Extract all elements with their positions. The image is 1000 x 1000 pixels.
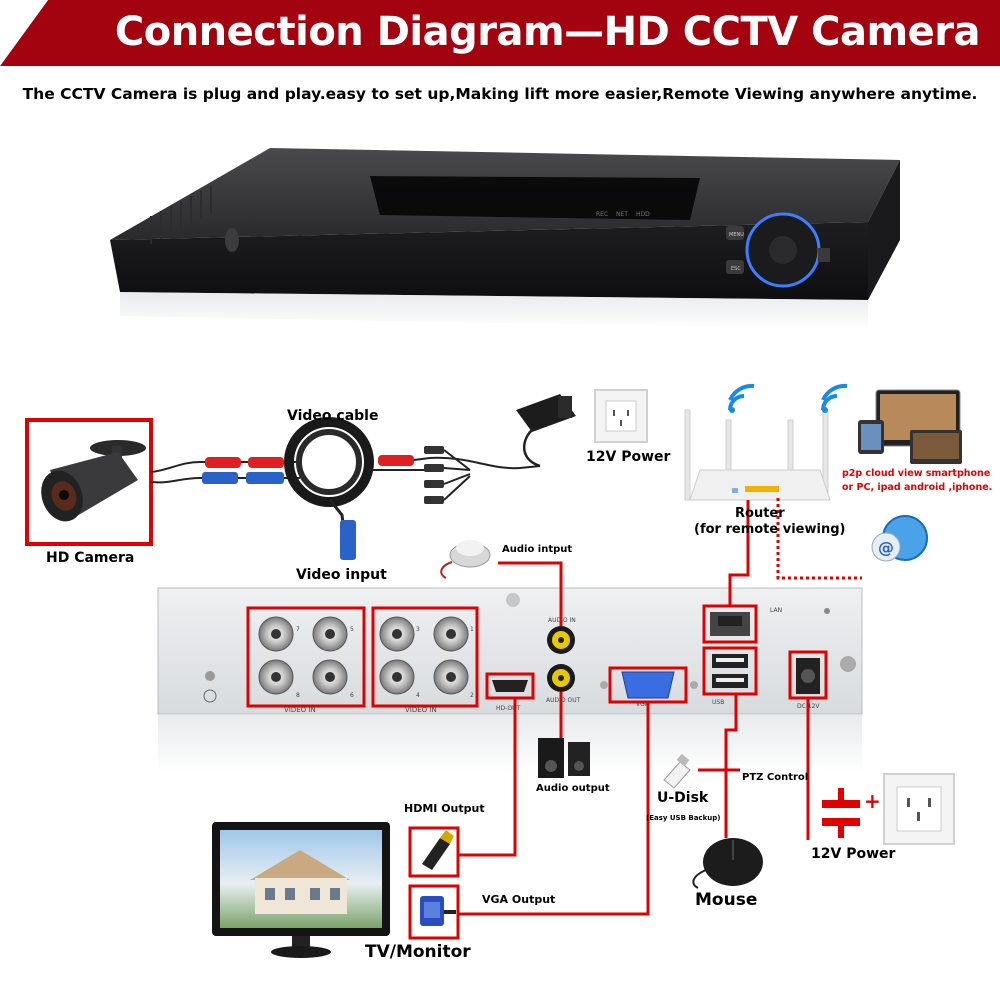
audio-out-label: AUDIO OUT	[546, 697, 581, 704]
connection-lines	[458, 500, 810, 916]
bnc-label-1: 1	[470, 626, 474, 633]
speakers-icon	[538, 738, 590, 778]
video-in-group-right	[371, 606, 479, 708]
indicator-rec: REC	[596, 211, 608, 218]
page-title: Connection Diagram—HD CCTV Camera System	[114, 9, 981, 107]
tv-monitor-label: TV/Monitor	[365, 942, 471, 962]
p2p-label-line2: or PC, ipad android ,iphone.	[842, 482, 993, 493]
title-bar-shape	[0, 0, 1000, 66]
rca-jacks	[547, 626, 575, 692]
hdmi-output-label: HDMI Output	[404, 802, 485, 815]
power-adapter	[516, 394, 576, 468]
usb-port-frame	[702, 646, 758, 696]
hdmi-cable-icon	[422, 830, 454, 870]
power-top-label: 12V Power	[586, 449, 671, 465]
esc-button-label: ESC	[731, 266, 741, 272]
bnc-connectors	[258, 616, 469, 695]
bnc-label-8: 8	[296, 692, 300, 699]
page-subtitle: The CCTV Camera is plug and play.easy to…	[22, 85, 978, 103]
tv-monitor	[212, 822, 390, 958]
bnc-label-5: 5	[350, 626, 354, 633]
router-sub-label: (for remote viewing)	[694, 522, 846, 537]
video-input-label: Video input	[296, 567, 387, 583]
svg-text:+: +	[864, 789, 881, 813]
vga-cable-icon	[420, 896, 456, 926]
indicator-net: NET	[616, 211, 628, 218]
lan-label: LAN	[770, 607, 782, 614]
bnc-label-6: 6	[350, 692, 354, 699]
svg-text:@: @	[878, 538, 894, 557]
title-bar	[0, 0, 1000, 66]
vga-label: VGA	[636, 701, 650, 708]
audio-input-label: Audio intput	[502, 544, 573, 555]
usb-disk-icon	[663, 753, 691, 789]
usb-label: USB	[712, 699, 724, 706]
router	[684, 409, 831, 501]
wifi-icon	[728, 383, 848, 413]
vga-port	[621, 671, 675, 699]
bnc-label-7: 7	[296, 626, 300, 633]
p2p-label-line1: p2p cloud view smartphone	[842, 468, 991, 479]
router-label: Router	[735, 506, 785, 521]
wall-socket-top	[594, 389, 648, 443]
wall-socket-bottom	[883, 773, 955, 845]
hdmi-port	[492, 680, 528, 692]
power-bottom-label: 12V Power	[811, 846, 896, 862]
vga-output-label: VGA Output	[482, 893, 556, 906]
video-in-label-right: VIDEO IN	[405, 706, 437, 714]
u-disk-label: U-Disk	[657, 790, 709, 806]
hd-camera-label: HD Camera	[46, 550, 135, 566]
power-polarity-icon: +	[822, 788, 881, 838]
mouse-icon	[692, 838, 763, 889]
audio-input-microphone	[440, 540, 491, 579]
bnc-label-2: 2	[470, 692, 474, 699]
bullet-camera	[41, 440, 146, 522]
menu-button-label: MENU	[729, 232, 744, 238]
ptz-control-label: PTZ Control	[742, 772, 809, 783]
mouse-label: Mouse	[695, 890, 758, 910]
mobile-devices-icon	[858, 389, 962, 464]
audio-output-label: Audio output	[536, 783, 610, 794]
hdmi-port-frame	[485, 672, 535, 700]
video-in-label-left: VIDEO IN	[284, 706, 316, 714]
hd-out-label: HD-OUT	[496, 705, 521, 712]
internet-globe-icon: @	[871, 515, 928, 562]
dvr-recorder: REC NET HDD MENU ESC	[110, 148, 900, 330]
u-disk-sub-label: (Easy USB Backup)	[646, 814, 721, 822]
video-cable-label: Video cable	[287, 408, 379, 424]
video-in-group-left	[246, 606, 366, 708]
bnc-label-3: 3	[416, 626, 420, 633]
remote-link-line	[776, 498, 862, 580]
indicator-hdd: HDD	[636, 211, 650, 218]
bnc-label-4: 4	[416, 692, 420, 699]
video-cable-wiring	[150, 417, 541, 560]
